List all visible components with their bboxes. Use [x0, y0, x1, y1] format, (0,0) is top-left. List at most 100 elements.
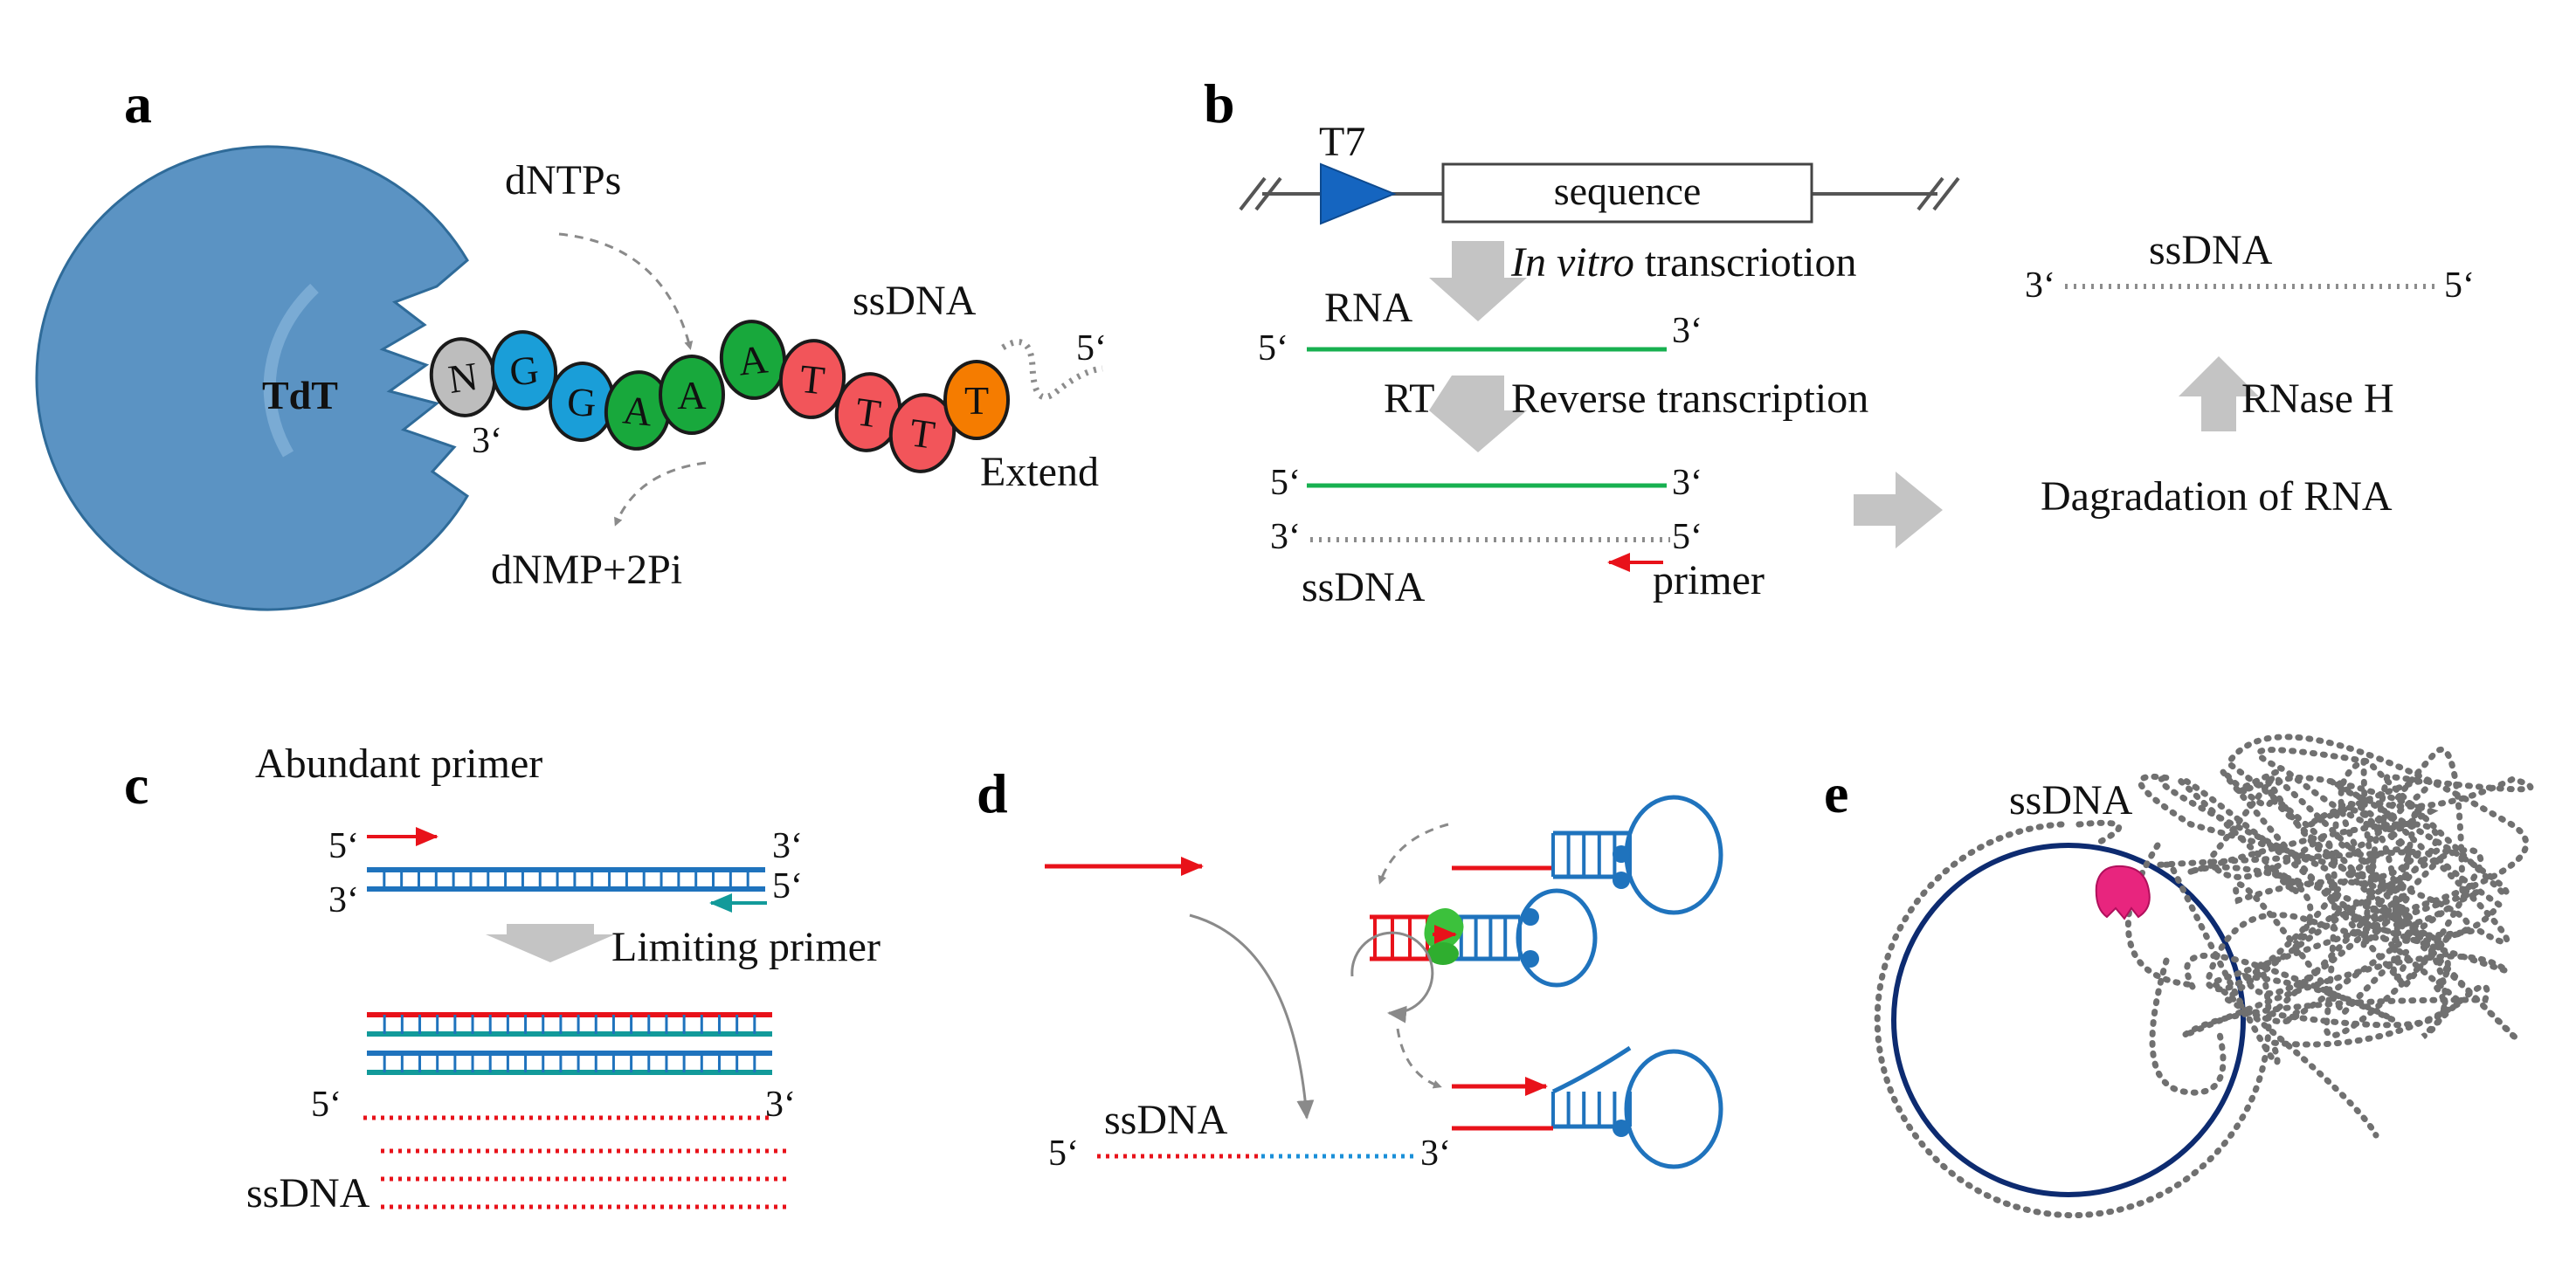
hairpin-probe-bottom — [1551, 1045, 1723, 1169]
t7-promoter-icon — [1320, 162, 1397, 225]
degradation-label: Dagradation of RNA — [2041, 473, 2393, 520]
ssdna-label-e: ssDNA — [2009, 777, 2133, 824]
c-product-5prime: 5‘ — [311, 1085, 342, 1125]
break-mark-left-2 — [1254, 176, 1282, 211]
rt-arrow — [1429, 376, 1527, 452]
c-top-3prime: 3‘ — [772, 826, 803, 866]
final-5prime: 5‘ — [2444, 265, 2475, 306]
nucleotide-bead: A — [719, 320, 787, 400]
rna-3prime: 3‘ — [1672, 311, 1702, 351]
ssdna-label-d: ssDNA — [1104, 1097, 1228, 1143]
hairpin-loop — [1624, 1049, 1723, 1169]
tdt-3prime-label: 3‘ — [472, 421, 502, 461]
panel-label-a: a — [124, 72, 152, 134]
rca-strand-join — [2075, 819, 2123, 847]
c-top-5prime: 5‘ — [328, 826, 359, 866]
sequence-label: sequence — [1554, 169, 1702, 213]
ivt-arrow — [1429, 241, 1527, 321]
rca-outer-strand — [1874, 821, 2272, 1219]
nucleotide-bead: N — [429, 337, 497, 417]
loop-node — [1522, 950, 1539, 968]
nucleotide-bead: A — [604, 370, 672, 451]
panel-label-e: e — [1824, 762, 1848, 824]
panel-d: d ssDNA 5‘ 3‘ — [977, 762, 1723, 1174]
ssdna-label-b-final: ssDNA — [2149, 227, 2273, 273]
hairpin-loop — [1516, 888, 1598, 988]
ssdna-label-c: ssDNA — [246, 1170, 370, 1216]
bead-shape — [659, 355, 725, 435]
d-cycle-arrow — [1350, 931, 1434, 1023]
bead-shape — [943, 360, 1010, 440]
c-amplicons — [367, 1012, 772, 1075]
circular-template — [1891, 843, 2246, 1197]
c-step-arrow — [486, 924, 615, 962]
c-template-duplex — [367, 867, 765, 892]
phi29-polymerase-icon — [2095, 865, 2151, 920]
hybrid-3prime-top: 3‘ — [1672, 463, 1702, 503]
d-release-arrow — [1189, 913, 1315, 1120]
nucleotide-bead: T — [888, 393, 957, 473]
c-product-3prime: 3‘ — [765, 1085, 796, 1125]
product-arrow — [614, 461, 707, 527]
panel-e: e ssDNA — [1824, 734, 2534, 1219]
d-dashed-arrow-bottom — [1396, 1028, 1442, 1089]
nucleotide-bead: A — [659, 355, 725, 435]
rt-desc-label: Reverse transcription — [1511, 376, 1868, 422]
nucleotide-bead: G — [490, 330, 558, 410]
bead-base-label: N — [445, 354, 480, 402]
d-dashed-arrow-top — [1378, 823, 1449, 885]
tdt-label: TdT — [262, 373, 338, 417]
rna-5prime: 5‘ — [1258, 328, 1288, 369]
hybrid-5prime-top: 5‘ — [1270, 463, 1301, 503]
loop-node — [1613, 1120, 1630, 1137]
d-3prime: 3‘ — [1420, 1134, 1451, 1174]
bead-shape — [888, 393, 957, 473]
hairpin-probe-middle — [1370, 888, 1598, 988]
bead-base-label: G — [508, 347, 541, 394]
t7-label: T7 — [1319, 119, 1365, 165]
displaced-strand — [1551, 1045, 1632, 1094]
sequence-box — [1441, 162, 1813, 224]
primer-label-b: primer — [1653, 557, 1765, 603]
bead-shape — [490, 330, 558, 410]
ssdna-tail-a — [1001, 339, 1103, 401]
hybrid-3prime-bottom: 3‘ — [1270, 517, 1301, 557]
c-bottom-3prime: 3‘ — [328, 880, 359, 920]
loop-node — [1613, 872, 1630, 889]
c-ssdna-strands — [363, 1115, 790, 1209]
ssdna-label-b: ssDNA — [1302, 564, 1426, 610]
bead-base-label: T — [964, 378, 989, 423]
dntps-label: dNTPs — [505, 157, 621, 203]
nucleotide-bead: T — [778, 339, 846, 419]
loop-node — [1522, 908, 1539, 926]
rna-label: RNA — [1324, 285, 1413, 331]
rca-tangle-strand — [2137, 734, 2534, 1139]
rca-side-loop — [2149, 957, 2227, 1096]
bead-base-label: A — [621, 387, 654, 434]
break-mark-left — [1239, 176, 1267, 211]
ivt-label: In vitro transcriotion — [1510, 239, 1856, 286]
tdt-enzyme-icon — [35, 145, 470, 611]
hairpin-loop — [1624, 795, 1723, 915]
c-amplicon-2 — [367, 1051, 772, 1075]
bead-base-label: A — [736, 336, 770, 383]
extend-label: Extend — [980, 449, 1099, 495]
bead-base-label: T — [798, 356, 826, 403]
panel-label-c: c — [124, 754, 148, 816]
bead-shape — [719, 320, 787, 400]
tdt-5prime-label: 5‘ — [1076, 328, 1107, 369]
break-mark-right — [1916, 176, 1944, 211]
panel-label-b: b — [1204, 72, 1235, 134]
abundant-primer-label: Abundant primer — [255, 741, 542, 787]
loop-node — [1613, 845, 1630, 863]
c-amplicon-1 — [367, 1012, 772, 1037]
panel-c: c Abundant primer 5‘ 3‘ 3‘ 5‘ Limiting p… — [124, 741, 881, 1216]
rca-product-tangle — [2137, 734, 2534, 1139]
rnase-label: RNase H — [2241, 376, 2394, 422]
c-template-duplex-ladder — [367, 867, 765, 892]
bead-base-label: A — [677, 373, 706, 417]
hairpin-probe-top — [1551, 795, 1723, 915]
